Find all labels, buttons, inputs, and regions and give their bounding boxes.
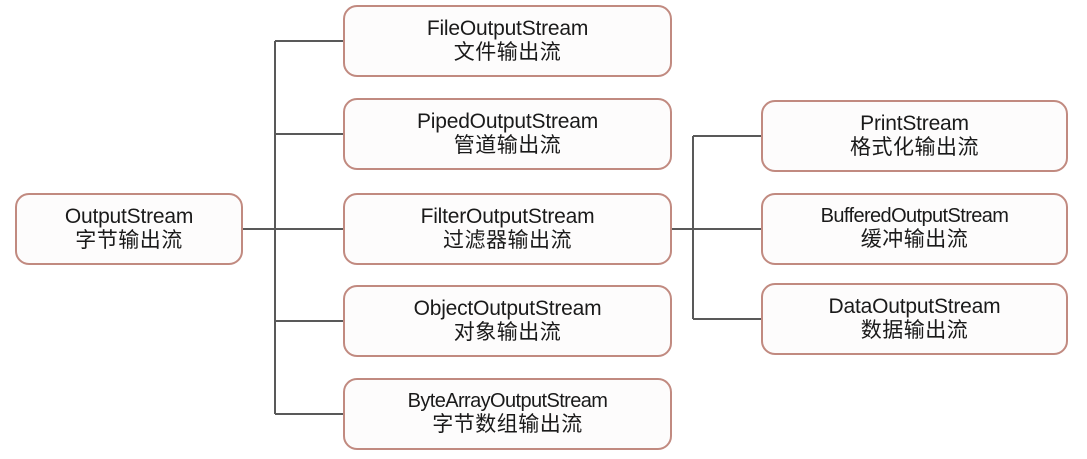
node-bufferedoutputstream-title: BufferedOutputStream — [820, 205, 1009, 228]
node-dataoutputstream-subtitle: 数据输出流 — [860, 319, 969, 342]
node-fileoutputstream[interactable]: FileOutputStream 文件输出流 — [343, 5, 672, 77]
node-filteroutputstream-subtitle: 过滤器输出流 — [443, 229, 572, 252]
node-printstream-title: PrintStream — [860, 111, 969, 135]
node-bufferedoutputstream-subtitle: 缓冲输出流 — [860, 228, 969, 252]
node-bytearrayoutputstream-title: ByteArrayOutputStream — [407, 390, 608, 413]
node-outputstream-subtitle: 字节输出流 — [75, 229, 183, 252]
node-printstream[interactable]: PrintStream 格式化输出流 — [761, 100, 1068, 172]
node-pipedoutputstream-subtitle: 管道输出流 — [453, 134, 562, 157]
node-filteroutputstream-title: FilterOutputStream — [420, 204, 595, 228]
node-outputstream-title: OutputStream — [64, 204, 194, 228]
node-pipedoutputstream[interactable]: PipedOutputStream 管道输出流 — [343, 98, 672, 170]
node-pipedoutputstream-title: PipedOutputStream — [416, 109, 599, 133]
node-objectoutputstream[interactable]: ObjectOutputStream 对象输出流 — [343, 285, 672, 357]
node-bufferedoutputstream[interactable]: BufferedOutputStream 缓冲输出流 — [761, 193, 1068, 265]
node-filteroutputstream[interactable]: FilterOutputStream 过滤器输出流 — [343, 193, 672, 265]
node-outputstream[interactable]: OutputStream 字节输出流 — [15, 193, 243, 265]
node-objectoutputstream-subtitle: 对象输出流 — [453, 321, 562, 344]
node-printstream-subtitle: 格式化输出流 — [850, 136, 979, 159]
node-objectoutputstream-title: ObjectOutputStream — [413, 296, 602, 320]
node-fileoutputstream-subtitle: 文件输出流 — [453, 41, 562, 64]
node-dataoutputstream[interactable]: DataOutputStream 数据输出流 — [761, 283, 1068, 355]
node-fileoutputstream-title: FileOutputStream — [426, 16, 589, 40]
node-bytearrayoutputstream-subtitle: 字节数组输出流 — [432, 413, 583, 437]
node-bytearrayoutputstream[interactable]: ByteArrayOutputStream 字节数组输出流 — [343, 378, 672, 450]
node-dataoutputstream-title: DataOutputStream — [828, 294, 1001, 318]
